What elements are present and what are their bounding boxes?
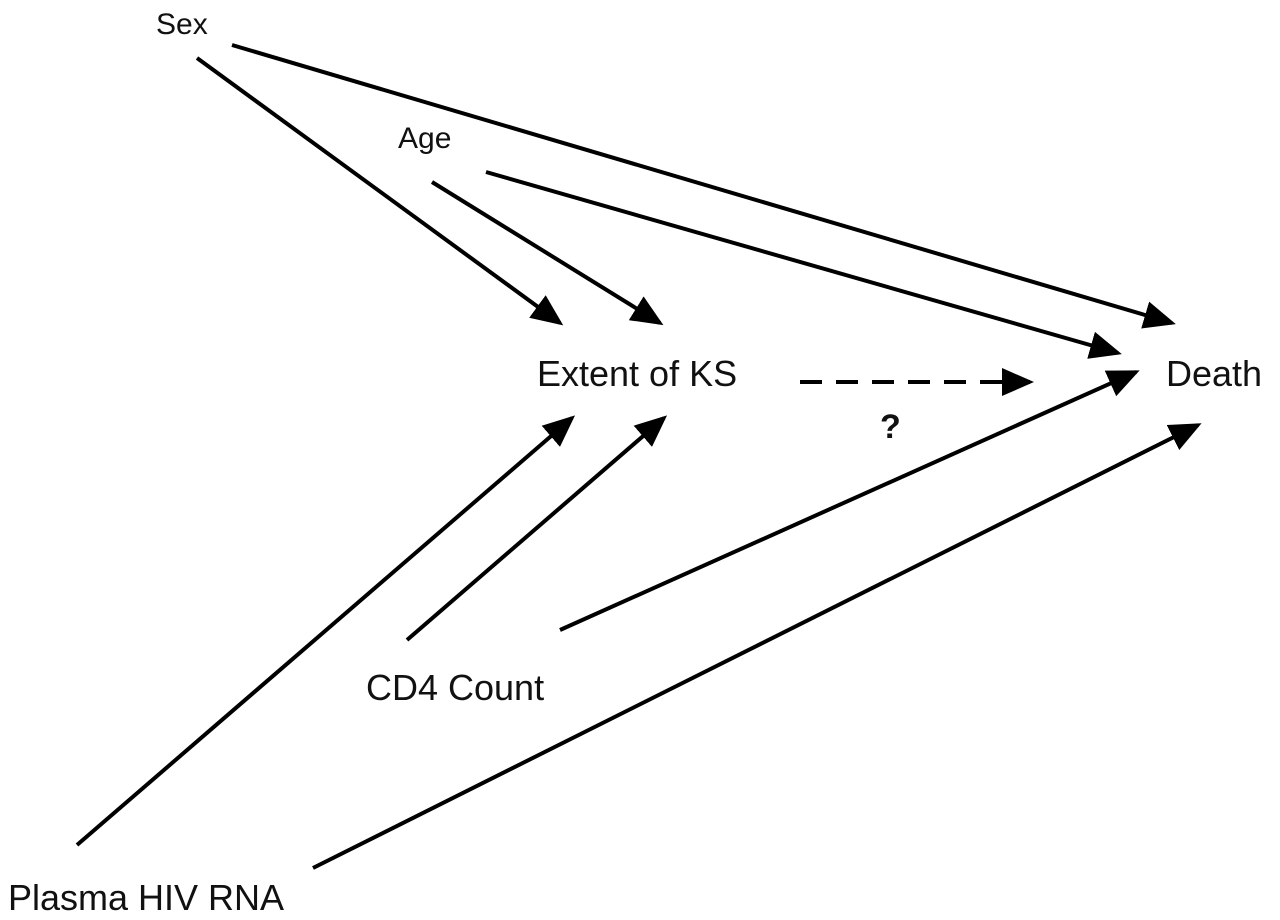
- node-cd4-count: CD4 Count: [366, 667, 544, 708]
- edge-age-to-extent-ks: [430, 180, 664, 326]
- node-plasma-hiv-rna: Plasma HIV RNA: [8, 877, 284, 918]
- edge-cd4-count-to-extent-ks: [405, 415, 668, 642]
- edge-label-question: ?: [880, 408, 901, 446]
- node-sex: Sex: [156, 8, 208, 41]
- edge-sex-to-death: [231, 43, 1176, 329]
- node-death: Death: [1166, 353, 1262, 394]
- edge-cd4-count-to-death: [559, 370, 1140, 632]
- node-extent-of-ks: Extent of KS: [537, 353, 737, 394]
- edge-plasma-hiv-rna-to-extent-ks: [75, 415, 576, 847]
- edge-sex-to-extent-ks: [195, 56, 564, 326]
- edge-age-to-death: [485, 170, 1122, 359]
- node-age: Age: [398, 122, 451, 155]
- edge-plasma-hiv-rna-to-death: [312, 423, 1202, 870]
